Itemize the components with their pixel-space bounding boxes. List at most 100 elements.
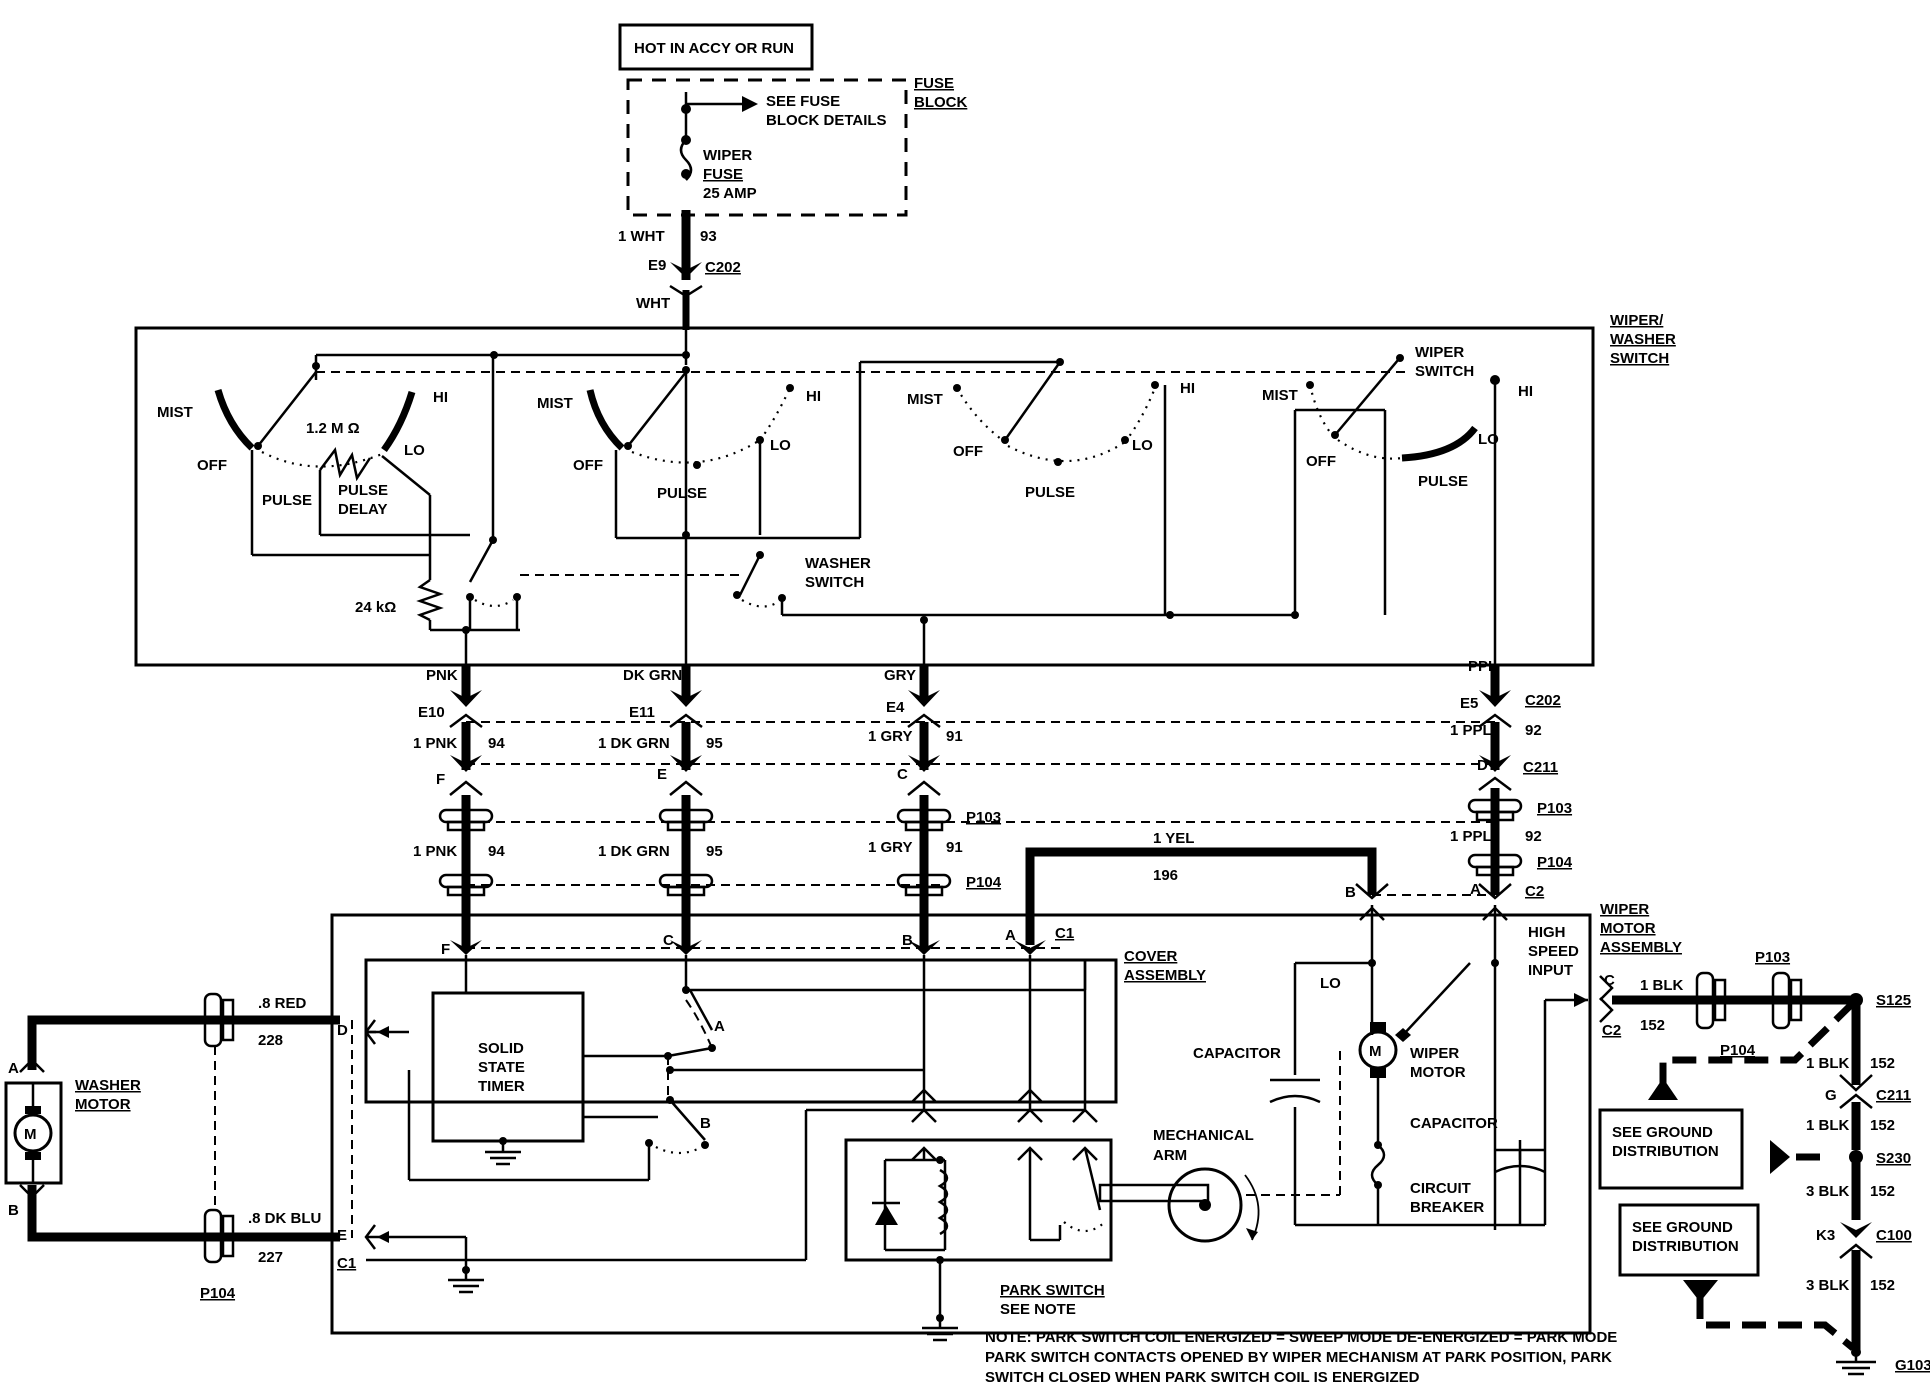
- pin-d-washer: D: [337, 1022, 348, 1039]
- pin-k3: K3: [1816, 1227, 1835, 1244]
- c211-ground: C211: [1876, 1087, 1911, 1104]
- motor-m: M: [1369, 1043, 1382, 1060]
- wire-1wht: 1 WHT: [618, 228, 665, 245]
- cover-assembly: COVER ASSEMBLY SOLID STATE TIMER A B: [364, 948, 1206, 1182]
- wire-pnk: PNK: [426, 667, 458, 684]
- washer-m: M: [24, 1126, 37, 1143]
- see-ground-1a: SEE GROUND: [1612, 1124, 1713, 1141]
- harness: PNK DK GRN GRY PPL E10 E11 E4 E5 C202 1 …: [413, 658, 1573, 950]
- pin-e-washer: E: [337, 1227, 347, 1244]
- wire-wht: WHT: [636, 295, 670, 312]
- solid-state-timer: [431, 991, 585, 1143]
- circ-94-b: 94: [488, 843, 505, 860]
- circ-91-b: 91: [946, 839, 963, 856]
- hi-2: HI: [806, 388, 821, 405]
- pin-d-c211: D: [1477, 757, 1488, 774]
- circ-94-a: 94: [488, 735, 505, 752]
- off-3: OFF: [953, 443, 983, 460]
- wire-1ppl-a: 1 PPL: [1450, 722, 1492, 739]
- capacitor-icon: [1269, 1094, 1321, 1104]
- mech-arm-2: ARM: [1153, 1147, 1187, 1164]
- circ-196: 196: [1153, 867, 1178, 884]
- pin-e-c211: E: [657, 766, 667, 783]
- wire-ppl: PPL: [1468, 658, 1497, 675]
- c202-top: C202: [705, 259, 741, 276]
- pin-e9: E9: [648, 257, 666, 274]
- pin-b-c1: B: [902, 932, 913, 949]
- circ-92-a: 92: [1525, 722, 1542, 739]
- circ-95-a: 95: [706, 735, 723, 752]
- see-fuse-2: BLOCK DETAILS: [766, 112, 887, 129]
- switch-section-3: MIST HI LO OFF PULSE: [907, 358, 1195, 619]
- hi-3: HI: [1180, 380, 1195, 397]
- wire-3blk-a: 3 BLK: [1806, 1183, 1850, 1200]
- wire-red: .8 RED: [258, 995, 307, 1012]
- circ-152-c: 152: [1870, 1117, 1895, 1134]
- hot-label: HOT IN ACCY OR RUN: [634, 40, 794, 57]
- off-1: OFF: [197, 457, 227, 474]
- pin-a-c1: A: [1005, 927, 1016, 944]
- p104-ground: P104: [1720, 1042, 1756, 1059]
- see-ground-box-2: [1618, 1203, 1760, 1277]
- mist-2: MIST: [537, 395, 573, 412]
- arrow-right-icon: [742, 96, 758, 112]
- circ-152-b: 152: [1870, 1055, 1895, 1072]
- mech-arm-1: MECHANICAL: [1153, 1127, 1254, 1144]
- circ-228: 228: [258, 1032, 283, 1049]
- wiper-washer-switch-box: [134, 326, 1595, 667]
- p104-b: P104: [1537, 854, 1573, 871]
- mechanical-arm: MECHANICAL ARM: [1098, 1050, 1341, 1243]
- c1-washer: C1: [337, 1255, 356, 1272]
- cb-2: BREAKER: [1410, 1199, 1484, 1216]
- pulse-delay-1: PULSE: [338, 482, 388, 499]
- wws-label-1: WIPER/: [1610, 312, 1664, 329]
- washer-motor-icon: [13, 1113, 53, 1153]
- see-ground-2b: DISTRIBUTION: [1632, 1238, 1739, 1255]
- pin-c-c2: C: [1604, 972, 1615, 989]
- pin-c-c211: C: [897, 766, 908, 783]
- pin-a-c2: A: [1470, 881, 1481, 898]
- wiper-fuse-2: FUSE: [703, 166, 743, 183]
- hsi-3: INPUT: [1528, 962, 1573, 979]
- park-switch-1: PARK SWITCH: [1000, 1282, 1105, 1299]
- pulse-1: PULSE: [262, 492, 312, 509]
- washer-switch-1: WASHER: [805, 555, 871, 572]
- see-ground-1b: DISTRIBUTION: [1612, 1143, 1719, 1160]
- wire-1yel: 1 YEL: [1153, 830, 1194, 847]
- lo-2: LO: [770, 437, 791, 454]
- cover-2: ASSEMBLY: [1124, 967, 1206, 984]
- washer-motor-1: WASHER: [75, 1077, 141, 1094]
- wire-1pnk-b: 1 PNK: [413, 843, 457, 860]
- diode-icon: [875, 1205, 898, 1225]
- wma-label-1: WIPER: [1600, 901, 1649, 918]
- hsi-1: HIGH: [1528, 924, 1566, 941]
- lo-3: LO: [1132, 437, 1153, 454]
- wma-label-3: ASSEMBLY: [1600, 939, 1682, 956]
- mist-3: MIST: [907, 391, 943, 408]
- wire-gry: GRY: [884, 667, 916, 684]
- resistor-24k-icon: [416, 578, 444, 622]
- wiper-motor-1: WIPER: [1410, 1045, 1459, 1062]
- switch-section-4: MIST HI LO OFF PULSE WIPER SWITCH: [1170, 344, 1533, 665]
- wire-1gry-a: 1 GRY: [868, 728, 912, 745]
- lo-4: LO: [1478, 431, 1499, 448]
- pin-e5: E5: [1460, 695, 1478, 712]
- washer-motor-2: MOTOR: [75, 1096, 131, 1113]
- mist-1: MIST: [157, 404, 193, 421]
- lo-1: LO: [404, 442, 425, 459]
- wire-1dkgrn-b: 1 DK GRN: [598, 843, 670, 860]
- switch-section-2: MIST HI LO OFF PULSE WASHER SWITCH: [520, 360, 1170, 665]
- pin-b-motor: B: [8, 1202, 19, 1219]
- circ-227: 227: [258, 1249, 283, 1266]
- wiper-fuse-3: 25 AMP: [703, 185, 757, 202]
- c1-row: F C B A C1: [441, 925, 1074, 958]
- wire-blu: .8 DK BLU: [248, 1210, 321, 1227]
- wire-1gry-b: 1 GRY: [868, 839, 912, 856]
- washer-pump-feed: D E C1: [337, 1019, 1085, 1294]
- c100: C100: [1876, 1227, 1912, 1244]
- sw-b: B: [700, 1115, 711, 1132]
- c2-ground: C2: [1602, 1022, 1621, 1039]
- sw-a: A: [714, 1018, 725, 1035]
- wiper-fuse-1: WIPER: [703, 147, 752, 164]
